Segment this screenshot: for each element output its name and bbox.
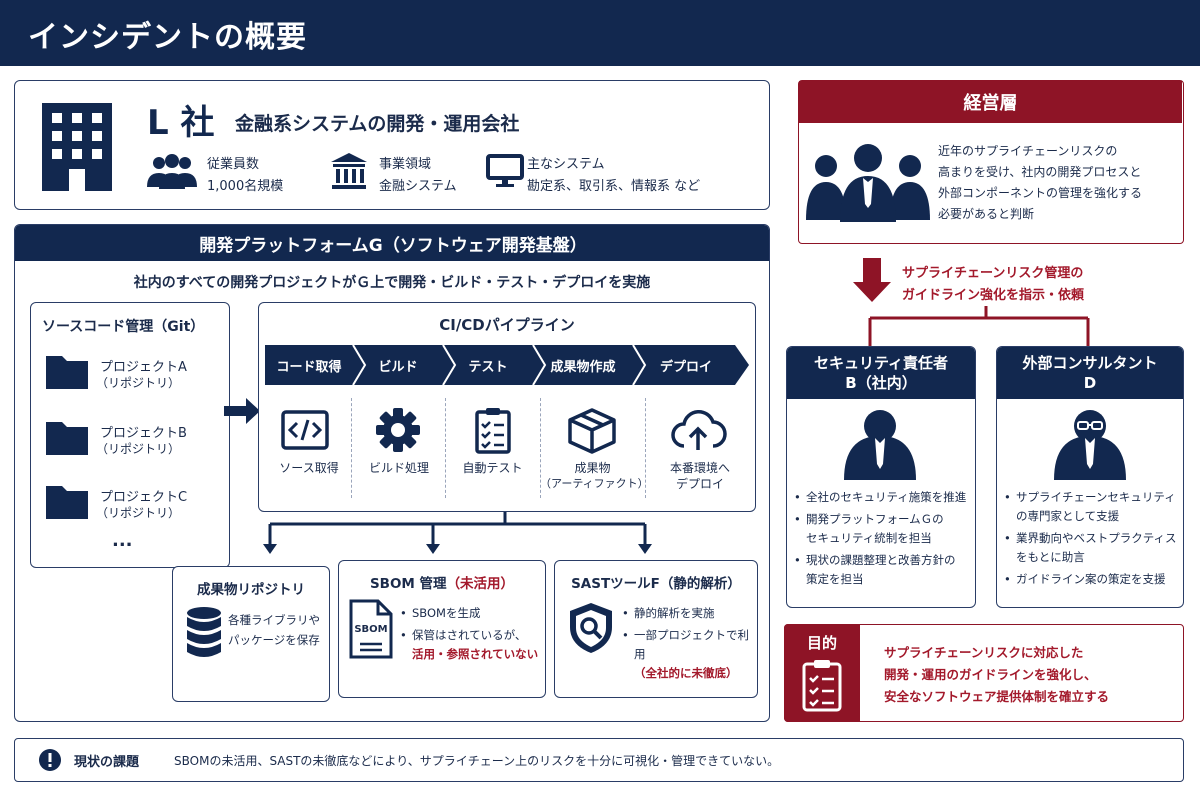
gear-icon bbox=[376, 408, 420, 452]
systems-label: 主なシステム bbox=[527, 157, 605, 172]
management-line3: 外部コンポーネントの管理を強化する bbox=[938, 186, 1143, 200]
company-description: 金融系システムの開発・運用会社 bbox=[235, 113, 520, 135]
artifact-line2: パッケージを保存 bbox=[228, 633, 320, 647]
cicd-title: CI/CDパイプライン bbox=[439, 316, 575, 334]
management-title: 経営層 bbox=[799, 81, 1182, 123]
management-panel: 経営層 bbox=[798, 80, 1184, 244]
stage-test: テスト bbox=[468, 359, 508, 375]
project-c-name: プロジェクトC bbox=[100, 490, 188, 505]
issue-label: 現状の課題 bbox=[74, 755, 140, 770]
platform-subtitle: 社内のすべての開発プロジェクトがＧ上で開発・ビルド・テスト・デプロイを実施 bbox=[133, 275, 651, 291]
purpose-line1: サプライチェーンリスクに対応した bbox=[884, 645, 1084, 660]
code-icon bbox=[281, 410, 329, 450]
step-source-label: ソース取得 bbox=[279, 461, 339, 475]
page-title: インシデントの概要 bbox=[28, 20, 307, 55]
step-deploy-label: 本番環境へデプロイ bbox=[669, 461, 730, 491]
artifact-line1: 各種ライブラリや bbox=[228, 613, 320, 627]
project-b-name: プロジェクトB bbox=[100, 426, 187, 441]
person-icon bbox=[844, 410, 916, 480]
header-bar: インシデントの概要 bbox=[0, 0, 1200, 66]
domain-label: 事業領域 bbox=[379, 157, 432, 172]
artifact-panel bbox=[172, 566, 330, 702]
cicd-panel bbox=[258, 302, 756, 512]
management-line2: 高まりを受け、社内の開発プロセスと bbox=[938, 165, 1142, 179]
stage-build: ビルド bbox=[378, 359, 418, 375]
document-icon bbox=[349, 599, 393, 659]
purpose-line3: 安全なソフトウェア提供体制を確立する bbox=[884, 689, 1110, 704]
checklist-icon bbox=[475, 408, 511, 454]
sast-bullet-2: 一部プロジェクトで利用（全社的に未徹底） bbox=[622, 626, 758, 683]
sbom-bullets: SBOMを生成 保管はされているが、活用・参照されていない bbox=[400, 604, 540, 667]
more-projects: ... bbox=[112, 530, 133, 551]
stage-deploy: デプロイ bbox=[659, 359, 712, 375]
employees-value: 1,000名規模 bbox=[207, 179, 284, 194]
sbom-bullet-2: 保管はされているが、活用・参照されていない bbox=[400, 626, 540, 664]
project-b-sub: （リポジトリ） bbox=[96, 442, 181, 456]
consultant-bullet-3: ガイドライン案の策定を支援 bbox=[1004, 570, 1184, 589]
alert-icon bbox=[39, 749, 61, 771]
people-icon bbox=[147, 154, 197, 189]
purpose-line2: 開発・運用のガイドラインを強化し、 bbox=[884, 667, 1097, 682]
cloud-upload-icon bbox=[671, 409, 727, 450]
clipboard-icon bbox=[802, 660, 842, 712]
source-title: ソースコード管理（Git） bbox=[42, 319, 205, 335]
sbom-status: （未活用） bbox=[446, 576, 515, 592]
arrow-right-icon bbox=[224, 398, 260, 424]
arrow-down-icon bbox=[853, 258, 891, 302]
instruction-line2: ガイドライン強化を指示・依頼 bbox=[902, 288, 1085, 303]
step-test-label: 自動テスト bbox=[462, 461, 523, 475]
sast-bullets: 静的解析を実施 一部プロジェクトで利用（全社的に未徹底） bbox=[622, 604, 758, 686]
sast-title: SASTツールF（静的解析） bbox=[571, 576, 741, 592]
bank-icon bbox=[331, 153, 367, 189]
stage-artifact: 成果物作成 bbox=[550, 359, 616, 375]
purpose-title: 目的 bbox=[806, 634, 837, 652]
issue-text: SBOMの未活用、SASTの未徹底などにより、サプライチェーン上のリスクを十分に… bbox=[174, 754, 780, 768]
database-icon bbox=[187, 607, 221, 657]
pipeline-arrow bbox=[265, 345, 749, 385]
management-line1: 近年のサプライチェーンリスクの bbox=[938, 144, 1118, 158]
project-a-sub: （リポジトリ） bbox=[96, 376, 181, 390]
sbom-bullet-1: SBOMを生成 bbox=[400, 604, 540, 623]
executives-icon bbox=[806, 144, 930, 222]
sbom-title: SBOM 管理 bbox=[369, 576, 447, 592]
shield-search-icon bbox=[570, 603, 612, 653]
folder-icon bbox=[46, 486, 88, 519]
consultant-person-icon bbox=[1054, 410, 1126, 480]
step-artifact-label: 成果物（アーティファクト） bbox=[540, 461, 649, 490]
company-name: L 社 bbox=[147, 103, 215, 143]
instruction-line1: サプライチェーンリスク管理の bbox=[902, 266, 1084, 281]
issue-bar bbox=[14, 738, 1184, 782]
security-bullet-1: 全社のセキュリティ施策を推進 bbox=[794, 488, 976, 507]
sbom-doc-label: SBOM bbox=[354, 624, 388, 635]
folder-icon bbox=[46, 356, 88, 389]
platform-title: 開発プラットフォームG（ソフトウェア開発基盤） bbox=[15, 225, 769, 261]
project-c-sub: （リポジトリ） bbox=[96, 506, 181, 520]
package-icon bbox=[568, 408, 616, 454]
project-a-name: プロジェクトA bbox=[100, 360, 187, 375]
connector-lines bbox=[263, 512, 652, 554]
folder-icon bbox=[46, 422, 88, 455]
management-line4: 必要があると判断 bbox=[938, 207, 1035, 221]
purpose-side bbox=[784, 624, 860, 722]
systems-value: 勘定系、取引系、情報系 など bbox=[527, 179, 701, 194]
stage-code-fetch: コード取得 bbox=[276, 359, 342, 375]
step-build-label: ビルド処理 bbox=[368, 461, 429, 475]
employees-label: 従業員数 bbox=[207, 157, 260, 172]
sbom-title-row: SBOM 管理（未活用） bbox=[338, 572, 546, 592]
domain-value: 金融システム bbox=[379, 179, 457, 194]
artifact-title: 成果物リポジトリ bbox=[197, 582, 305, 598]
building-icon bbox=[42, 103, 112, 191]
branch-lines bbox=[868, 306, 1090, 348]
monitor-icon bbox=[486, 154, 524, 187]
company-panel: L 社 金融系システムの開発・運用会社 従業員数 1,000名規模 事業領域 金… bbox=[14, 80, 770, 210]
sast-bullet-1: 静的解析を実施 bbox=[622, 604, 758, 623]
